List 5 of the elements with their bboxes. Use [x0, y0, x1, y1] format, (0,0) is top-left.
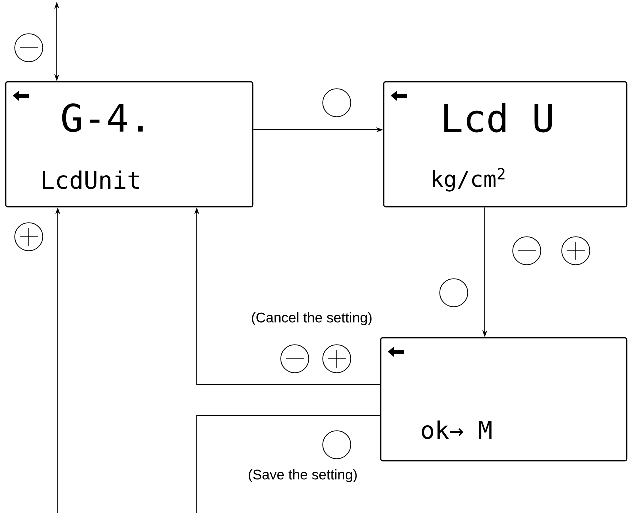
edge-label: (Save the setting): [247, 468, 359, 484]
lcd-display: G-4. LcdUnit: [5, 81, 254, 208]
lcd-display: Lcd U kg/cm$^{2}$: [383, 81, 628, 208]
edge-label: (Cancel the setting): [250, 311, 374, 327]
lcd-display: ok→ M: [380, 337, 628, 462]
